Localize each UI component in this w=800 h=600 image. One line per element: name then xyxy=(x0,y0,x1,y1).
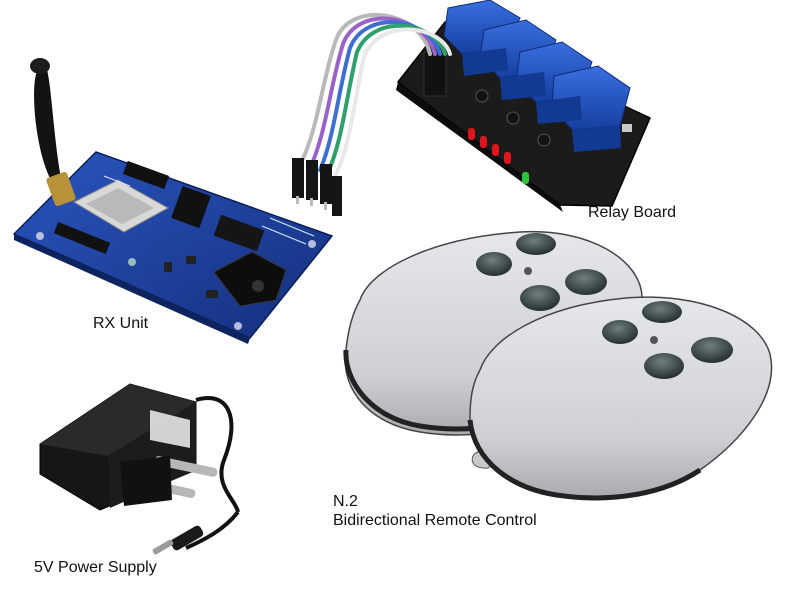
power-supply-label: 5V Power Supply xyxy=(34,559,157,576)
power-adapter-photo xyxy=(39,383,240,555)
relay-status-leds xyxy=(468,128,529,184)
relay-board-label: Relay Board xyxy=(588,204,677,221)
remote-front xyxy=(467,296,773,501)
remote-control-photo xyxy=(343,230,773,501)
ribbon-cable xyxy=(298,12,452,176)
remote-control-label: N.2 Bidirectional Remote Control xyxy=(333,492,537,530)
rx-receiver-board-photo xyxy=(12,58,334,344)
relay-board-photo xyxy=(292,0,651,216)
rx-unit-label: RX Unit xyxy=(93,315,149,332)
remote-description-label: Bidirectional Remote Control xyxy=(333,512,537,529)
relay-blocks xyxy=(443,0,631,152)
remote-count-label: N.2 xyxy=(333,493,358,510)
